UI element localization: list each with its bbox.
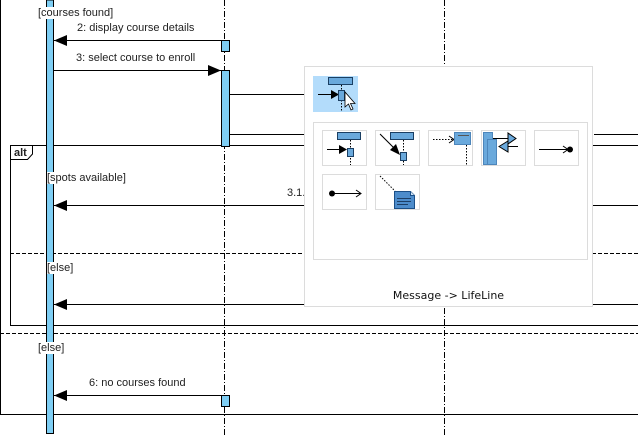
activation-bar-actor[interactable] — [46, 0, 54, 434]
selected-tool-message-to-lifeline[interactable] — [313, 76, 358, 112]
message-3-label[interactable]: 3: select course to enroll — [76, 52, 196, 64]
tool-duration-message[interactable] — [481, 130, 526, 166]
message-3-1-label[interactable]: 3.1. — [287, 187, 306, 199]
found-message-icon — [329, 189, 362, 198]
guard-else-outer: [else] — [38, 342, 65, 354]
tool-message-to-activation[interactable] — [428, 130, 473, 166]
duration-message-icon — [483, 132, 518, 165]
note-icon — [379, 175, 415, 209]
alt-operator-label: alt — [14, 147, 27, 159]
message-3-1-arrowhead — [54, 200, 67, 211]
guard-else-inner: [else] — [47, 262, 74, 274]
activation-bar-msg2[interactable] — [221, 40, 230, 52]
guard-spots-available: [spots available] — [47, 172, 126, 184]
message-3-arrowhead — [208, 65, 221, 76]
activation-bar-msg6[interactable] — [221, 395, 230, 407]
message-2-label[interactable]: 2: display course details — [77, 22, 195, 34]
resource-catalog-popup: Message -> LifeLine — [304, 66, 593, 307]
create-message-icon — [379, 132, 414, 165]
tool-caption: Message -> LifeLine — [392, 289, 505, 302]
guard-courses-found: [courses found] — [38, 7, 114, 19]
tool-found-message[interactable] — [322, 174, 367, 210]
tool-grid — [313, 122, 588, 260]
tool-lost-message[interactable] — [534, 130, 579, 166]
message-2-arrowhead — [54, 35, 67, 46]
activation-bar-msg3[interactable] — [221, 70, 230, 147]
tool-message-to-lifeline[interactable] — [322, 130, 367, 166]
message-to-activation-icon — [433, 132, 471, 165]
message-else-arrowhead — [54, 299, 67, 310]
lost-message-icon — [539, 145, 573, 154]
message-6-arrowhead — [54, 390, 67, 401]
tool-note[interactable] — [375, 174, 420, 210]
alt-fragment-label-box — [10, 145, 33, 160]
message-to-lifeline-icon — [327, 132, 361, 165]
message-6-label[interactable]: 6: no courses found — [89, 377, 186, 389]
message-to-lifeline-icon — [318, 77, 356, 112]
tool-create-message[interactable] — [375, 130, 420, 166]
